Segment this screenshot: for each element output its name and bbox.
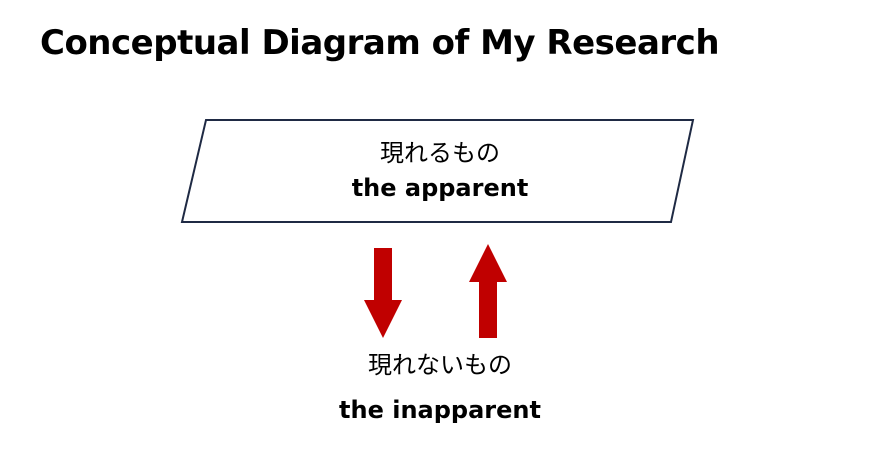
slide-title: Conceptual Diagram of My Research [40,23,720,63]
inapparent-japanese-label: 現れないもの [368,351,512,379]
arrow-down-icon [364,248,402,338]
apparent-label-group: 現れるもの the apparent [190,120,690,222]
apparent-english-label: the apparent [351,174,529,202]
inapparent-english-label: the inapparent [339,396,541,424]
inapparent-label-group: 現れないもの the inapparent [280,348,600,428]
apparent-japanese-label: 現れるもの [380,139,500,167]
apparent-parallelogram [180,119,695,223]
arrow-up-icon [469,244,507,338]
